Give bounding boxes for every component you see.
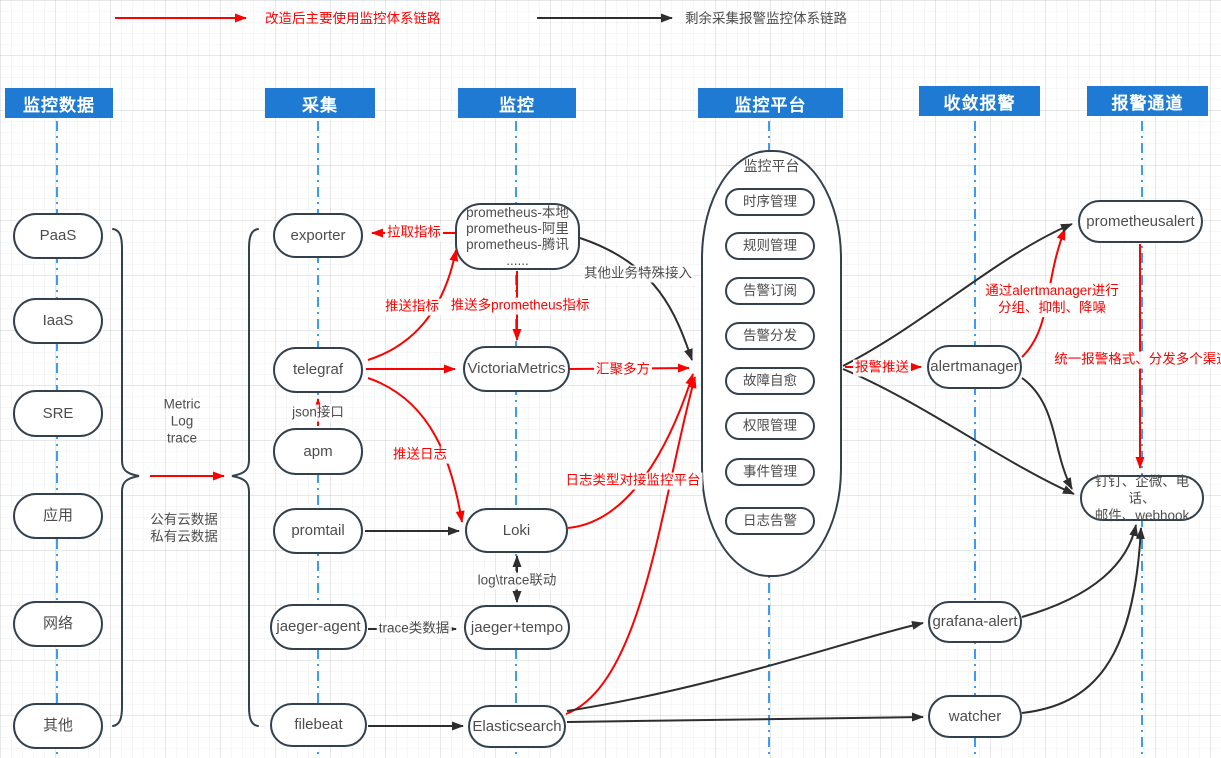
edge-label-pull-metrics: 拉取指标 [385, 224, 443, 242]
node-jaeger-agent[interactable]: jaeger-agent [270, 604, 367, 650]
prometheus-line-tencent: prometheus-腾讯 [466, 236, 569, 252]
edge-label-unify-format: 统一报警格式、分发多个渠道 [1052, 351, 1221, 369]
endpoints-line-2: 邮件、webhook [1094, 507, 1190, 523]
column-header-platform[interactable]: 监控平台 [698, 88, 843, 118]
edge-label-log-to-platform: 日志类型对接监控平台 [563, 472, 703, 490]
column-header-data[interactable]: 监控数据 [5, 88, 113, 118]
edge-label-json-api: json接口 [290, 404, 346, 422]
platform-item-permission[interactable]: 权限管理 [725, 412, 815, 440]
platform-item-timeseries[interactable]: 时序管理 [725, 188, 815, 216]
node-victoriametrics[interactable]: VictoriaMetrics [463, 346, 570, 392]
prometheus-line-more: ...... [506, 252, 529, 268]
platform-item-dispatch[interactable]: 告警分发 [725, 322, 815, 350]
edge-label-via-alertmanager: 通过alertmanager进行 分组、抑制、降噪 [983, 283, 1121, 317]
node-jaeger-tempo[interactable]: jaeger+tempo [464, 605, 570, 650]
edge-label-via-alertmanager-line2: 分组、抑制、降噪 [997, 300, 1106, 315]
node-app[interactable]: 应用 [13, 493, 103, 539]
edge-label-other-special: 其他业务特殊接入 [582, 265, 694, 283]
edge-label-push-metrics: 推送指标 [383, 298, 441, 316]
edge-label-trace-data: trace类数据 [376, 620, 452, 638]
node-platform-container[interactable]: 监控平台 [701, 150, 842, 577]
edge-label-aggregate: 汇聚多方 [594, 361, 652, 379]
column-header-collect[interactable]: 采集 [265, 88, 375, 118]
node-network[interactable]: 网络 [13, 601, 103, 647]
prometheus-line-local: prometheus-本地 [466, 204, 569, 220]
node-prometheus-cluster[interactable]: prometheus-本地 prometheus-阿里 prometheus-腾… [455, 203, 580, 270]
note-log: Log [170, 413, 194, 429]
edge-prometheus-to-platform [579, 237, 693, 361]
legend-black-label: 剩余采集报警监控体系链路 [685, 11, 847, 26]
node-alertmanager[interactable]: alertmanager [927, 345, 1022, 389]
note-cloud-data: 公有云数据 私有云数据 [148, 512, 220, 546]
node-watcher[interactable]: watcher [928, 695, 1022, 738]
edge-elasticsearch-to-watcher [566, 712, 924, 723]
brace-collectors [231, 228, 259, 727]
edge-label-log-trace-link: log\trace联动 [475, 572, 559, 590]
platform-title: 监控平台 [743, 158, 800, 174]
edge-label-push-multi-prom: 推送多prometheus指标 [448, 297, 592, 315]
edge-label-push-logs: 推送日志 [391, 446, 449, 464]
platform-item-rules[interactable]: 规则管理 [725, 232, 815, 260]
node-loki[interactable]: Loki [465, 508, 568, 553]
edge-alertmanager-to-endpoints [1021, 377, 1073, 490]
node-prometheusalert[interactable]: prometheusalert [1078, 200, 1203, 243]
node-filebeat[interactable]: filebeat [270, 703, 367, 747]
note-metric-log-trace: Metric Log trace [162, 397, 203, 448]
edge-loki-to-platform [567, 373, 694, 529]
platform-item-subscribe[interactable]: 告警订阅 [725, 277, 815, 305]
edge-grafana-to-endpoints [1021, 524, 1139, 618]
node-promtail[interactable]: promtail [273, 508, 363, 554]
node-other[interactable]: 其他 [13, 703, 103, 749]
note-public-cloud: 公有云数据 [150, 512, 218, 528]
column-header-channel[interactable]: 报警通道 [1087, 86, 1208, 116]
edge-label-via-alertmanager-line1: 通过alertmanager进行 [985, 283, 1119, 299]
note-metric: Metric [163, 396, 201, 412]
platform-item-selfheal[interactable]: 故障自愈 [725, 367, 815, 395]
node-exporter[interactable]: exporter [273, 213, 363, 258]
edge-elasticsearch-to-grafana [566, 621, 924, 712]
endpoints-line-1: 钉钉、企微、电话、 [1094, 473, 1190, 506]
note-private-cloud: 私有云数据 [150, 529, 218, 544]
node-grafana-alert[interactable]: grafana-alert [928, 601, 1022, 643]
note-trace: trace [166, 430, 197, 446]
legend-red-label: 改造后主要使用监控体系链路 [265, 11, 441, 26]
node-paas[interactable]: PaaS [13, 213, 103, 259]
prometheus-line-ali: prometheus-阿里 [466, 220, 569, 236]
node-sre[interactable]: SRE [13, 390, 103, 437]
node-iaas[interactable]: IaaS [13, 298, 103, 344]
edge-label-alert-push: 报警推送 [853, 359, 911, 377]
node-notify-endpoints[interactable]: 钉钉、企微、电话、 邮件、webhook [1080, 473, 1204, 523]
platform-item-logalert[interactable]: 日志告警 [725, 507, 815, 535]
platform-item-events[interactable]: 事件管理 [725, 458, 815, 486]
brace-sources [112, 228, 140, 727]
node-telegraf[interactable]: telegraf [273, 347, 363, 393]
node-elasticsearch[interactable]: Elasticsearch [468, 705, 566, 748]
column-header-monitor[interactable]: 监控 [458, 88, 576, 118]
node-apm[interactable]: apm [273, 428, 363, 475]
edge-elasticsearch-to-platform [565, 376, 697, 715]
column-header-converge[interactable]: 收敛报警 [919, 86, 1040, 116]
edge-watcher-to-endpoints [1021, 527, 1145, 714]
